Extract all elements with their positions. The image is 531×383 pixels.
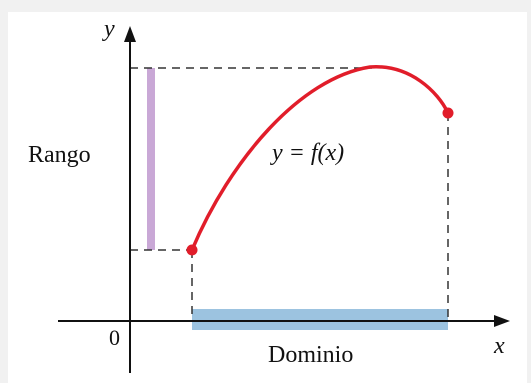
function-label: y = f(x) <box>270 140 344 166</box>
y-axis-arrow <box>124 26 136 42</box>
left-endpoint-dot <box>186 244 198 256</box>
domain-bar <box>192 309 448 330</box>
range-label: Rango <box>28 142 91 168</box>
x-axis-arrow <box>494 315 510 327</box>
right-endpoint-dot <box>442 107 454 119</box>
function-curve <box>190 65 450 252</box>
origin-label: 0 <box>109 325 120 350</box>
y-axis-label: y <box>102 16 115 42</box>
x-axis-label: x <box>493 333 505 359</box>
range-bar <box>147 68 155 250</box>
domain-label: Dominio <box>268 342 353 368</box>
